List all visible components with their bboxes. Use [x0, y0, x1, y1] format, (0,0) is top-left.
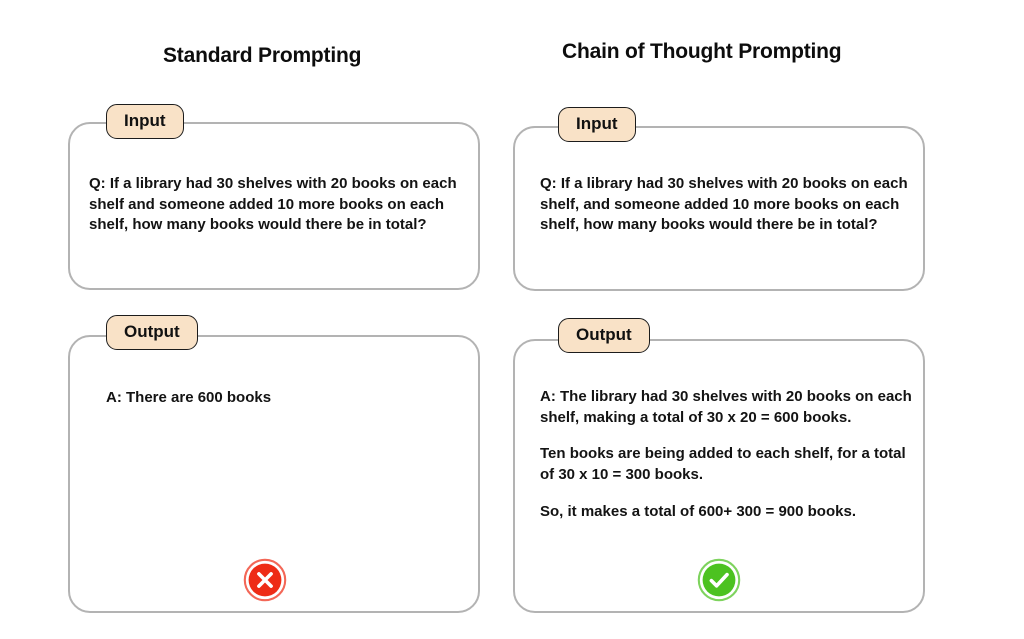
- input-panel-cot: [513, 126, 925, 291]
- column-title-standard-prompting: Standard Prompting: [163, 44, 362, 67]
- output-paragraph: So, it makes a total of 600+ 300 = 900 b…: [540, 502, 856, 520]
- column-title-chain-of-thought-prompting: Chain of Thought Prompting: [562, 40, 842, 63]
- output-text-cot: A: The library had 30 shelves with 20 bo…: [540, 387, 918, 522]
- input-panel-standard: [68, 122, 480, 290]
- output-paragraph: A: There are 600 books: [106, 389, 272, 406]
- output-tab-label-standard: Output: [106, 315, 198, 350]
- input-text-standard: Q: If a library had 30 shelves with 20 b…: [89, 175, 457, 234]
- output-tab-label-cot: Output: [558, 318, 650, 353]
- check-circle-icon: [697, 558, 741, 602]
- output-text-standard: A: There are 600 books: [106, 388, 466, 409]
- output-paragraph: Ten books are being added to each shelf,…: [540, 445, 906, 484]
- output-paragraph: A: The library had 30 shelves with 20 bo…: [540, 388, 912, 426]
- input-tab-label-standard: Input: [106, 104, 184, 139]
- cross-circle-icon: [243, 558, 287, 602]
- input-tab-label-cot: Input: [558, 107, 636, 142]
- input-text-cot: Q: If a library had 30 shelves with 20 b…: [540, 175, 908, 234]
